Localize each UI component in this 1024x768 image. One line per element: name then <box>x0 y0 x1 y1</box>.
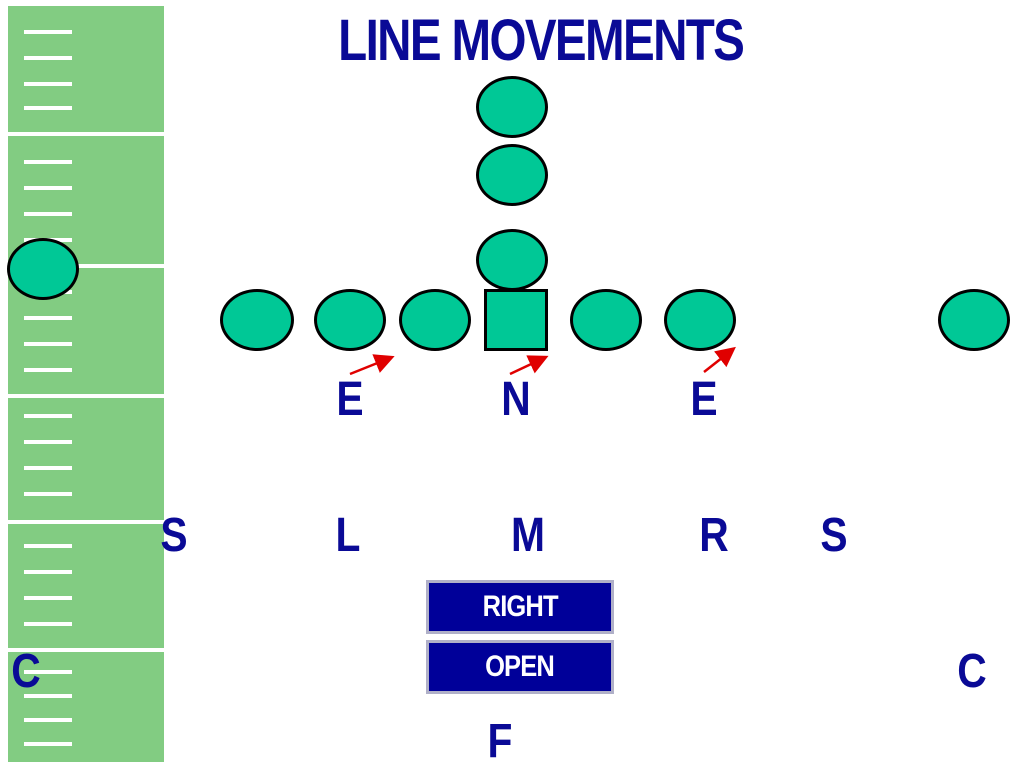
hash-mark <box>24 30 72 34</box>
hash-mark <box>24 492 72 496</box>
hash-mark <box>24 718 72 722</box>
hash-mark <box>24 544 72 548</box>
hash-mark <box>24 160 72 164</box>
page-title: LINE MOVEMENTS <box>338 8 745 73</box>
hash-mark <box>24 106 72 110</box>
hash-mark <box>24 414 72 418</box>
yard-line <box>8 264 164 268</box>
hash-mark <box>24 670 72 674</box>
hash-mark <box>24 466 72 470</box>
hash-mark <box>24 596 72 600</box>
offense-wide-receiver-left[interactable] <box>7 238 79 300</box>
hash-mark <box>24 694 72 698</box>
yard-line <box>8 648 164 652</box>
offense-back-middle[interactable] <box>476 144 548 206</box>
coverage-call-box[interactable]: OPEN <box>426 640 614 694</box>
offense-back-deep[interactable] <box>476 76 548 138</box>
hash-mark <box>24 342 72 346</box>
defender-nose[interactable]: N <box>501 373 531 426</box>
offense-quarterback[interactable] <box>476 229 548 291</box>
defender-corner-left[interactable]: C <box>11 645 41 698</box>
arrow-left-end <box>349 354 395 376</box>
offense-right-tackle[interactable] <box>664 289 736 351</box>
hash-mark <box>24 570 72 574</box>
yard-line <box>8 132 164 136</box>
hash-mark <box>24 316 72 320</box>
offense-wide-receiver-right[interactable] <box>938 289 1010 351</box>
defender-left-linebacker[interactable]: L <box>335 509 361 562</box>
hash-mark <box>24 212 72 216</box>
strength-call-box[interactable]: RIGHT <box>426 580 614 634</box>
defender-corner-right[interactable]: C <box>957 645 987 698</box>
yard-line <box>8 394 164 398</box>
hash-mark <box>24 368 72 372</box>
coverage-call-label: OPEN <box>485 650 556 683</box>
defender-strong-safety-left[interactable]: S <box>160 509 188 562</box>
hash-mark <box>24 440 72 444</box>
arrow-nose <box>509 355 549 376</box>
defender-left-end[interactable]: E <box>336 373 364 426</box>
offense-left-tackle[interactable] <box>314 289 386 351</box>
yard-line <box>8 520 164 524</box>
hash-mark <box>24 82 72 86</box>
hash-mark <box>24 186 72 190</box>
hash-mark <box>24 742 72 746</box>
offense-right-guard[interactable] <box>570 289 642 351</box>
hash-mark <box>24 622 72 626</box>
defender-middle-linebacker[interactable]: M <box>511 509 545 562</box>
hash-mark <box>24 56 72 60</box>
offense-left-guard[interactable] <box>399 289 471 351</box>
arrow-right-end <box>703 346 736 373</box>
defender-free-safety[interactable]: F <box>487 715 513 768</box>
defender-strong-safety-right[interactable]: S <box>820 509 848 562</box>
defender-right-linebacker[interactable]: R <box>699 509 729 562</box>
defender-right-end[interactable]: E <box>690 373 718 426</box>
field-sideline-strip <box>8 6 164 762</box>
strength-call-label: RIGHT <box>482 590 558 623</box>
offense-center[interactable] <box>484 289 548 351</box>
offense-tight-end[interactable] <box>220 289 294 351</box>
